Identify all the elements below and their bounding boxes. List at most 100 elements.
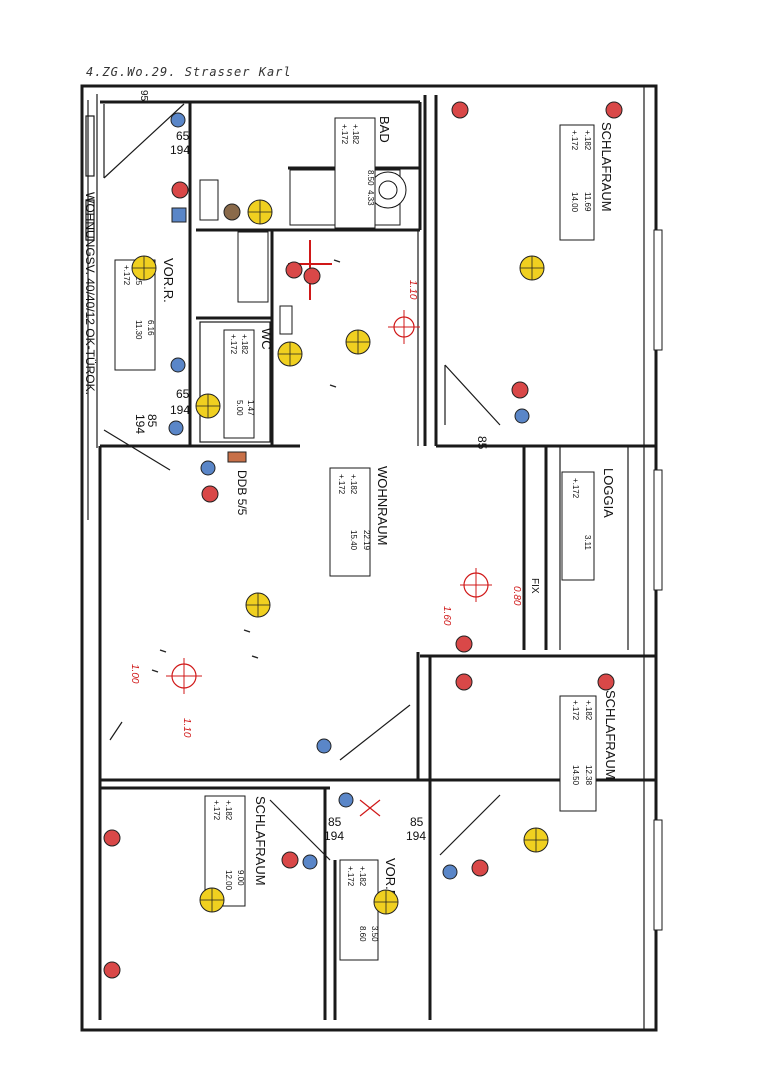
room-name: LOGGIA [601, 468, 616, 518]
door-height: 194 [406, 829, 426, 843]
room-height-2: +.172 [346, 866, 355, 887]
red-note: 1.10 [407, 280, 418, 300]
room-bad: BAD +.182 +.172 4.33 8.50 [334, 116, 392, 229]
room-name: SCHLAFRAUM [599, 122, 614, 212]
switch-blue-icon [514, 408, 530, 424]
outlet-red-icon [511, 381, 529, 399]
outlet-red-icon [281, 851, 299, 869]
room-height-2: +.172 [337, 474, 346, 495]
room-name: WC [259, 328, 274, 350]
switch-blue-icon [200, 460, 216, 476]
door-width: 65 [176, 387, 190, 401]
room-height-2: +.172 [122, 265, 131, 286]
outlet-red-icon [103, 829, 121, 847]
room-area: 4.33 [366, 190, 375, 206]
wall-mark: 95 [138, 90, 149, 102]
room-height-2: +.172 [340, 124, 349, 145]
room-loggia: LOGGIA +.172 3.11 [561, 468, 616, 581]
door-height: 194 [324, 829, 344, 843]
room-schlafraum-1: SCHLAFRAUM +.182 +.172 11.69 14.00 [559, 122, 614, 241]
door-dimensions: 65 194 65 194 85 194 85 85 194 85 194 [133, 129, 489, 843]
room-height-2: +.172 [571, 700, 580, 721]
door-height: 194 [170, 403, 190, 417]
room-height-1: +.182 [583, 130, 592, 151]
red-note: 0.80 [511, 586, 522, 606]
scatter-marks [151, 259, 341, 673]
room-height-1: +.182 [240, 334, 249, 355]
room-name: VOR.R. [161, 258, 176, 303]
switch-blue-icon [171, 207, 187, 223]
door-marker [227, 451, 247, 463]
room-name: SCHLAFRAUM [253, 796, 268, 886]
outlet-red-icon [171, 181, 189, 199]
fixtures-red [103, 101, 623, 979]
outlet-red-icon [103, 961, 121, 979]
plan-header: 4.ZG.Wo.29. Strasser Karl [86, 65, 292, 79]
room-height-2: +.172 [570, 130, 579, 151]
outlet-red-icon [451, 101, 469, 119]
fixture-brown-icon [223, 203, 241, 221]
switch-blue-icon [168, 420, 184, 436]
switch-blue-icon [338, 792, 354, 808]
switch-blue-icon [302, 854, 318, 870]
switch-blue-icon [170, 357, 186, 373]
room-name: BAD [377, 116, 392, 143]
room-height-2: +.172 [229, 334, 238, 355]
outlet-red-icon [471, 859, 489, 877]
switch-blue-icon [170, 112, 186, 128]
outlet-red-icon [605, 101, 623, 119]
room-perimeter: 5.00 [235, 400, 244, 416]
room-height-1: +.182 [349, 474, 358, 495]
fixtures-blue [168, 112, 530, 880]
outlet-red-icon [201, 485, 219, 503]
door-width: 65 [176, 129, 190, 143]
room-perimeter: 14.50 [571, 765, 580, 786]
red-note: 1.00 [129, 664, 140, 684]
door-width: 85 [328, 815, 342, 829]
room-area: 3.11 [583, 535, 592, 551]
room-height-1: +.182 [351, 124, 360, 145]
door-width: 85 [410, 815, 424, 829]
room-schlafraum-2: SCHLAFRAUM +.182 +.172 12.38 14.50 [559, 690, 618, 812]
door-width: 85 [145, 414, 159, 428]
room-height-1: +.182 [584, 700, 593, 721]
switch-blue-icon [442, 864, 458, 880]
switch-blue-icon [316, 738, 332, 754]
ddb-note: DDB 5/5 [235, 470, 249, 516]
room-height-1: +.182 [358, 866, 367, 887]
room-perimeter: 15.40 [349, 530, 358, 551]
room-height-1: +.182 [224, 800, 233, 821]
room-perimeter: 11.30 [134, 320, 143, 340]
room-area: 22.19 [362, 530, 371, 551]
room-area: 3.50 [370, 926, 379, 942]
outlet-red-icon [455, 673, 473, 691]
room-area: 11.69 [583, 192, 592, 212]
room-wohnraum: WOHNRAUM +.182 +.172 22.19 15.40 [329, 466, 390, 577]
interior-walls [98, 95, 656, 1020]
room-area: 12.38 [584, 765, 593, 786]
door-width: 85 [475, 436, 489, 450]
door-height: 194 [170, 143, 190, 157]
room-name: SCHLAFRAUM [603, 690, 618, 780]
light-crosshairs [132, 200, 548, 914]
red-annotations: 0.80 1.60 1.00 1.10 1.10 [129, 240, 522, 817]
room-wc: WC +.182 +.172 1.47 5.00 [223, 328, 274, 439]
side-note: WOHNUNGSV. 40/40/12 OK-TÜROK. [83, 192, 97, 395]
red-note: 1.10 [181, 718, 192, 738]
red-note: 1.60 [441, 606, 452, 626]
outlet-red-icon [455, 635, 473, 653]
room-area: 1.47 [246, 400, 255, 416]
room-height-2: +.172 [212, 800, 221, 821]
room-perimeter: 12.00 [224, 870, 233, 891]
fix-note: FIX [529, 578, 540, 594]
outlet-red-icon [303, 267, 321, 285]
room-perimeter: 14.00 [570, 192, 579, 213]
outlet-red-icon [597, 673, 615, 691]
door-height: 194 [133, 414, 147, 434]
room-perimeter: 8.50 [366, 170, 375, 186]
outlet-red-icon [285, 261, 303, 279]
room-perimeter: 8.60 [358, 926, 367, 942]
room-height-1: +.172 [571, 478, 580, 499]
room-area: 6.16 [146, 320, 155, 336]
